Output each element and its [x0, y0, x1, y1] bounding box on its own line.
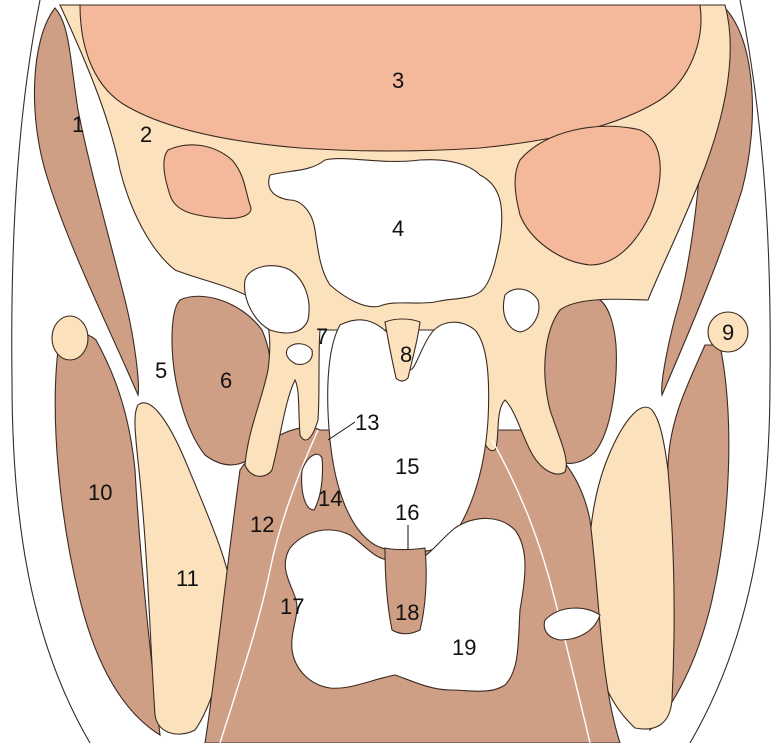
label-17: 17	[280, 594, 304, 619]
label-15: 15	[395, 454, 419, 479]
label-1: 1	[72, 112, 84, 137]
label-8: 8	[400, 342, 412, 367]
label-9: 9	[722, 320, 734, 345]
zygomatic-arch-left	[52, 316, 88, 360]
label-18: 18	[395, 600, 419, 625]
label-16: 16	[395, 500, 419, 525]
label-2: 2	[140, 122, 152, 147]
label-12: 12	[250, 512, 274, 537]
label-3: 3	[392, 68, 404, 93]
label-4: 4	[392, 216, 404, 241]
label-13: 13	[355, 410, 379, 435]
label-7: 7	[316, 324, 328, 349]
label-19: 19	[452, 635, 476, 660]
label-11: 11	[176, 566, 199, 591]
label-6: 6	[220, 368, 232, 393]
label-5: 5	[155, 358, 167, 383]
label-14: 14	[318, 486, 342, 511]
label-10: 10	[88, 480, 112, 505]
